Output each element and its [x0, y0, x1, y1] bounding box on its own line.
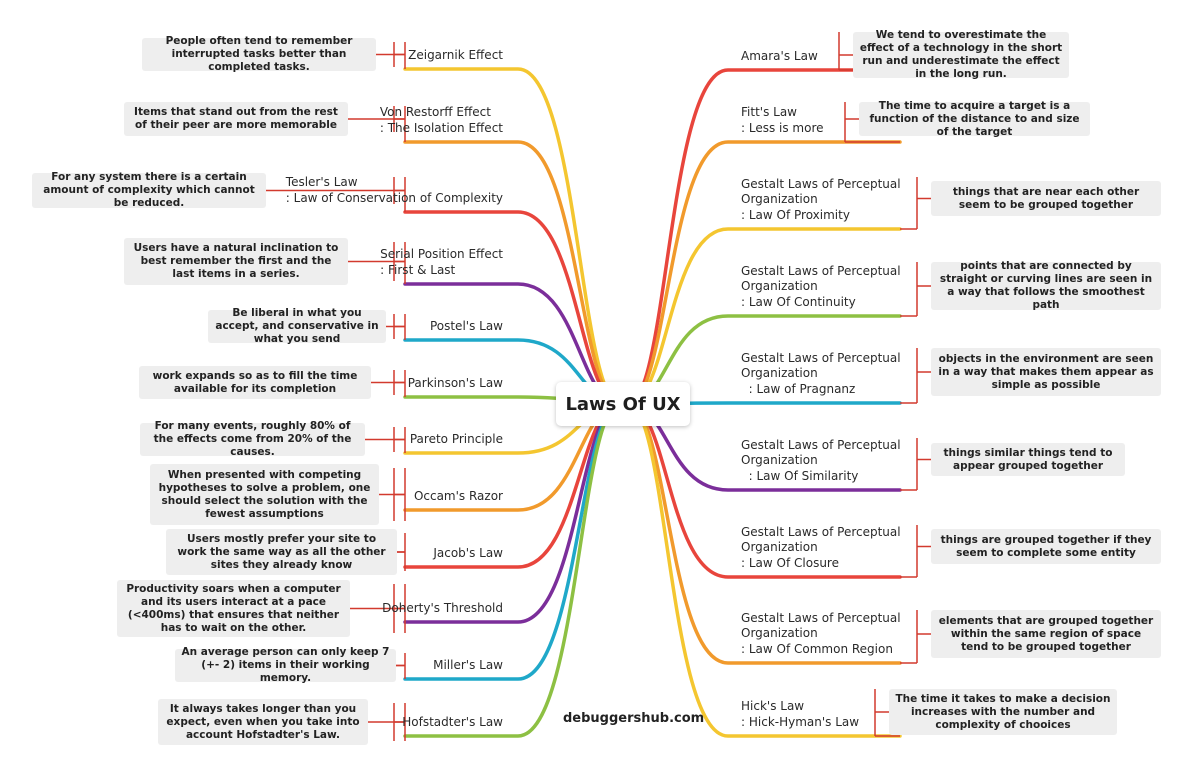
note-right-1: The time to acquire a target is a functi…: [859, 100, 1090, 138]
note-connector-left-7: [393, 468, 405, 521]
topic-left-11[interactable]: Hofstadter's Law: [402, 715, 503, 731]
branch-curve-left-8: [403, 402, 622, 569]
topic-right-4-line-1: Organization: [741, 366, 818, 380]
note-bracket-right-0: [838, 32, 853, 70]
note-left-0: People often tend to remember interrupte…: [142, 35, 376, 73]
topic-right-4-line-0: Gestalt Laws of Perceptual: [741, 350, 901, 365]
topic-right-0-line-0: Amara's Law: [741, 48, 818, 63]
topic-right-7-line-2: : Law Of Common Region: [741, 641, 893, 656]
footer-watermark: debuggershub.com: [563, 711, 705, 726]
topic-left-8-line-0: Jacob's Law: [433, 545, 503, 560]
note-connector-left-4: [393, 314, 405, 339]
topic-left-10[interactable]: Miller's Law: [433, 658, 503, 674]
topic-left-3-line-0: Serial Position Effect: [380, 247, 503, 261]
topic-right-7-line-1: Organization: [741, 626, 818, 640]
note-bracket-right-2: [916, 177, 931, 229]
topic-left-5-line-0: Parkinson's Law: [407, 375, 503, 390]
note-bracket-right-6: [916, 525, 931, 577]
topic-right-3-line-0: Gestalt Laws of Perceptual: [741, 263, 901, 278]
topic-right-6-line-1: Organization: [741, 540, 818, 554]
note-right-5: things similar things tend to appear gro…: [931, 443, 1125, 476]
topic-right-3-line-2: : Law Of Continuity: [741, 294, 856, 309]
topic-right-2-line-1: Organization: [741, 192, 818, 206]
topic-right-4-line-2: : Law of Pragnanz: [741, 381, 856, 396]
topic-right-2-line-2: : Law Of Proximity: [741, 207, 850, 222]
topic-right-5-line-2: : Law Of Similarity: [741, 468, 859, 483]
note-left-2: For any system there is a certain amount…: [32, 171, 266, 209]
note-bracket-right-4: [916, 348, 931, 403]
note-right-0: We tend to overestimate the effect of a …: [853, 29, 1069, 80]
note-right-4: objects in the environment are seen in a…: [931, 348, 1161, 396]
note-bracket-right-5: [916, 438, 931, 490]
note-left-4: Be liberal in what you accept, and conse…: [208, 307, 386, 345]
topic-right-8[interactable]: Hick's Law: Hick-Hyman's Law: [741, 699, 859, 730]
note-bracket-right-8: [874, 689, 889, 736]
topic-left-5[interactable]: Parkinson's Law: [408, 376, 503, 392]
topic-right-2-line-0: Gestalt Laws of Perceptual: [741, 176, 901, 191]
note-left-8: Users mostly prefer your site to work th…: [166, 529, 397, 575]
note-right-2: things that are near each other seem to …: [931, 181, 1161, 216]
note-left-5: work expands so as to fill the time avai…: [139, 366, 371, 399]
topic-right-0[interactable]: Amara's Law: [741, 49, 818, 65]
note-right-3: points that are connected by straight or…: [931, 260, 1161, 311]
note-connector-left-0: [393, 42, 405, 67]
topic-left-6[interactable]: Pareto Principle: [410, 432, 503, 448]
topic-right-1-line-1: : Less is more: [741, 120, 824, 135]
note-left-11: It always takes longer than you expect, …: [158, 699, 368, 745]
note-bracket-right-7: [916, 610, 931, 663]
topic-right-1-line-0: Fitt's Law: [741, 105, 797, 119]
note-left-6: For many events, roughly 80% of the effe…: [140, 420, 365, 458]
note-left-3: Users have a natural inclination to best…: [124, 238, 348, 285]
note-right-7: elements that are grouped together withi…: [931, 610, 1161, 658]
topic-left-9-line-0: Doherty's Threshold: [382, 600, 503, 615]
note-left-10: An average person can only keep 7 (+- 2)…: [175, 646, 396, 684]
topic-left-8[interactable]: Jacob's Law: [433, 546, 503, 562]
topic-right-7-line-0: Gestalt Laws of Perceptual: [741, 610, 901, 625]
topic-left-9[interactable]: Doherty's Threshold: [382, 601, 503, 617]
note-connector-left-6: [393, 427, 405, 452]
note-left-9: Productivity soars when a computer and i…: [117, 580, 350, 637]
topic-left-2-line-1: : Law of Conservation of Complexity: [285, 190, 503, 205]
note-connector-left-5: [393, 370, 405, 395]
topic-left-0-line-0: Zeigarnik Effect: [408, 47, 503, 62]
topic-left-7[interactable]: Occam's Razor: [414, 489, 503, 505]
topic-left-7-line-0: Occam's Razor: [413, 488, 503, 503]
note-left-1: Items that stand out from the rest of th…: [124, 102, 348, 136]
topic-left-4[interactable]: Postel's Law: [430, 319, 503, 335]
note-bracket-right-3: [916, 262, 931, 316]
branch-curve-left-11: [403, 402, 622, 738]
topic-left-4-line-0: Postel's Law: [429, 318, 503, 333]
topic-right-3-line-1: Organization: [741, 279, 818, 293]
topic-right-5-line-0: Gestalt Laws of Perceptual: [741, 437, 901, 452]
topic-right-1[interactable]: Fitt's Law: Less is more: [741, 105, 824, 136]
topic-left-3[interactable]: Serial Position Effect: First & Last: [380, 247, 503, 278]
note-left-7: When presented with competing hypotheses…: [150, 464, 379, 525]
note-bracket-right-1: [844, 102, 859, 142]
topic-right-6-line-2: : Law Of Closure: [741, 555, 839, 570]
topic-left-1[interactable]: Von Restorff Effect: The Isolation Effec…: [380, 105, 503, 136]
central-topic[interactable]: Laws Of UX: [556, 382, 690, 426]
topic-left-6-line-0: Pareto Principle: [409, 431, 503, 446]
topic-left-1-line-0: Von Restorff Effect: [379, 105, 491, 119]
topic-left-2-line-0: Tesler's Law: [285, 175, 358, 189]
topic-right-6-line-0: Gestalt Laws of Perceptual: [741, 524, 901, 539]
topic-left-2[interactable]: Tesler's Law: Law of Conservation of Com…: [286, 175, 503, 206]
topic-left-3-line-1: : First & Last: [380, 262, 456, 277]
topic-right-5-line-1: Organization: [741, 453, 818, 467]
topic-right-8-line-1: : Hick-Hyman's Law: [741, 714, 860, 729]
topic-right-8-line-0: Hick's Law: [741, 699, 805, 713]
note-right-8: The time it takes to make a decision inc…: [889, 689, 1117, 735]
topic-left-0[interactable]: Zeigarnik Effect: [408, 48, 503, 64]
topic-left-10-line-0: Miller's Law: [433, 657, 503, 672]
topic-left-11-line-0: Hofstadter's Law: [402, 714, 503, 729]
topic-left-1-line-1: : The Isolation Effect: [379, 120, 503, 135]
note-right-6: things are grouped together if they seem…: [931, 529, 1161, 564]
